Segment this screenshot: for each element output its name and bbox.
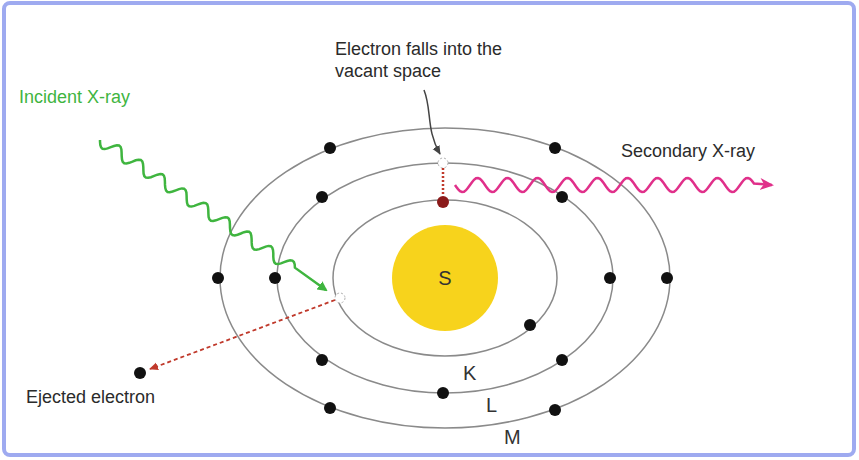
incident-xray-wave — [100, 140, 326, 290]
orbit-l — [277, 163, 613, 393]
frame — [4, 3, 854, 455]
shell-label: M — [503, 426, 522, 448]
ejected-label: Ejected electron — [25, 386, 156, 408]
vacancy — [335, 293, 345, 303]
shell-label: L — [485, 394, 498, 416]
secondary-xray-wave — [455, 178, 772, 192]
orbit-k — [333, 200, 557, 356]
orbit-m — [220, 128, 670, 428]
annotation-text: Electron falls into the vacant space — [334, 38, 526, 82]
falling-electron — [437, 196, 449, 208]
element-symbol: S — [438, 267, 451, 290]
vacancy — [438, 158, 448, 168]
secondary-label: Secondary X-ray — [620, 140, 756, 162]
transition-line — [442, 168, 445, 196]
leader-line — [424, 90, 440, 154]
shell-label: K — [462, 362, 477, 384]
ejection-path — [150, 300, 335, 369]
nucleus-circle: S — [392, 225, 498, 331]
incident-label: Incident X-ray — [18, 86, 131, 108]
